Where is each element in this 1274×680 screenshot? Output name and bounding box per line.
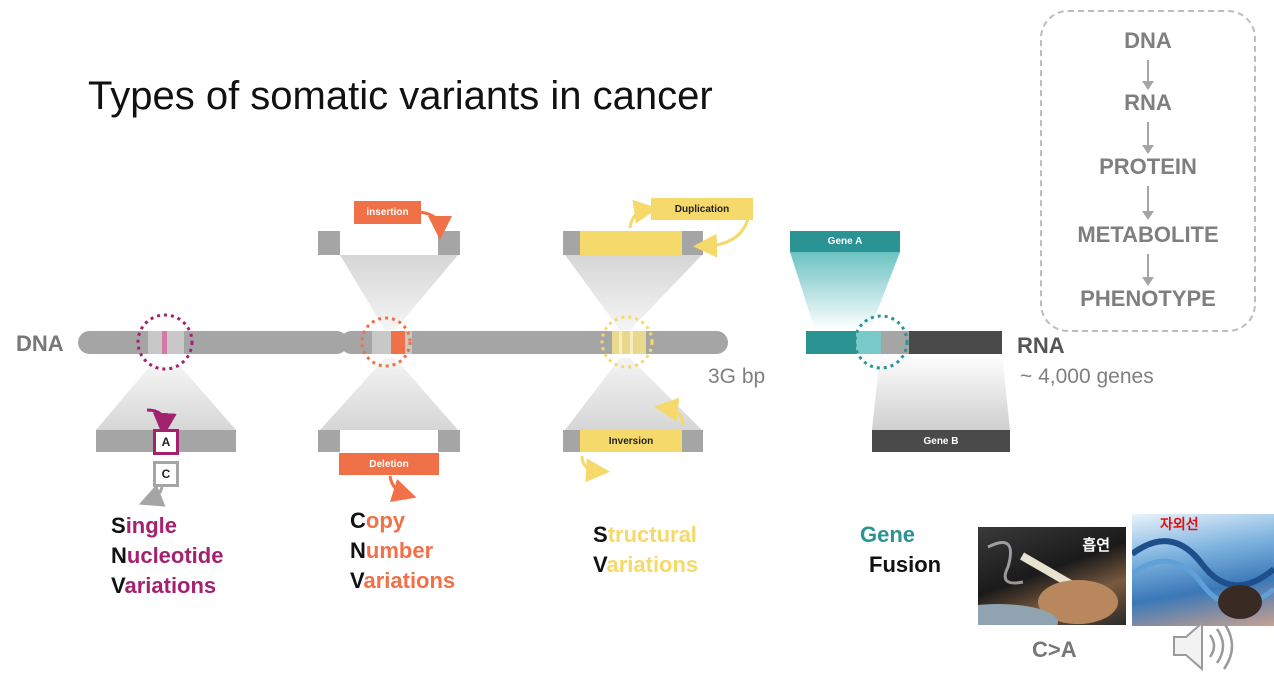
uv-photo: 자외선 xyxy=(1132,514,1274,626)
flow-arrow-icon xyxy=(1142,60,1154,90)
dna-bar-left xyxy=(78,331,348,354)
cnv-deletion-right-cap xyxy=(438,430,460,452)
snv-zoom-lower xyxy=(96,366,236,430)
fusion-zoom-upper xyxy=(790,252,900,330)
flow-item-metabolite: METABOLITE xyxy=(1077,222,1219,247)
cnv-label: Copy Number Variations xyxy=(350,508,456,593)
deletion-tag: Deletion xyxy=(339,453,439,475)
gene-count-label: ~ 4,000 genes xyxy=(1020,365,1154,388)
fusion-gene-b-segment xyxy=(909,331,1002,354)
gene-b-label: Gene B xyxy=(923,435,959,447)
smoking-caption: C>A xyxy=(1032,637,1077,662)
sv-zoom-upper xyxy=(565,255,702,330)
gene-a-label: Gene A xyxy=(827,236,863,247)
snv-highlight-circle xyxy=(136,313,194,371)
cnv-zoom-lower xyxy=(320,358,458,430)
cnv-zoom-upper xyxy=(340,255,458,330)
flow-item-rna: RNA xyxy=(1124,90,1172,115)
fusion-highlight-circle xyxy=(853,314,909,370)
uv-photo-label: 자외선 xyxy=(1160,516,1199,532)
duplication-tag: Duplication xyxy=(651,198,753,220)
smoking-photo-label: 흡연 xyxy=(1082,537,1110,554)
flow-item-phenotype: PHENOTYPE xyxy=(1080,286,1216,311)
sv-highlight-circle xyxy=(600,315,654,369)
flow-item-protein: PROTEIN xyxy=(1099,154,1197,179)
flow-arrow-icon xyxy=(1142,186,1154,220)
rna-label: RNA xyxy=(1017,333,1065,358)
cnv-insertion-left-cap xyxy=(318,231,340,255)
base-c-box: C xyxy=(153,461,179,487)
snv-mark xyxy=(162,331,167,354)
fusion-label: Gene Fusion xyxy=(860,522,942,577)
cnv-mark xyxy=(391,331,405,354)
sv-label: Structural Variations xyxy=(593,522,699,577)
gene-a-bar xyxy=(790,231,900,252)
flow-arrow-icon xyxy=(1142,254,1154,286)
cnv-highlight-circle xyxy=(360,316,412,368)
flow-item-dna: DNA xyxy=(1124,28,1172,53)
speaker-icon[interactable] xyxy=(1170,617,1242,675)
snv-label: Single Nucleotide Variations xyxy=(111,513,224,598)
inversion-tag: Inversion xyxy=(580,430,682,452)
genome-size-label: 3G bp xyxy=(708,365,766,388)
insertion-tag: insertion xyxy=(354,201,421,224)
fusion-zoom-lower xyxy=(872,354,1010,430)
cnv-deletion-left-cap xyxy=(318,430,340,452)
cnv-insertion-right-cap xyxy=(438,231,460,255)
dna-label: DNA xyxy=(16,331,64,356)
slide-title: Types of somatic variants in cancer xyxy=(88,74,713,118)
central-dogma-box: DNA RNA PROTEIN METABOLITE PHENOTYPE xyxy=(1040,10,1256,332)
base-a-box: A xyxy=(153,429,179,455)
flow-arrow-icon xyxy=(1142,122,1154,154)
smoking-photo: 흡연 xyxy=(978,527,1126,625)
gene-b-bar xyxy=(872,430,1010,452)
